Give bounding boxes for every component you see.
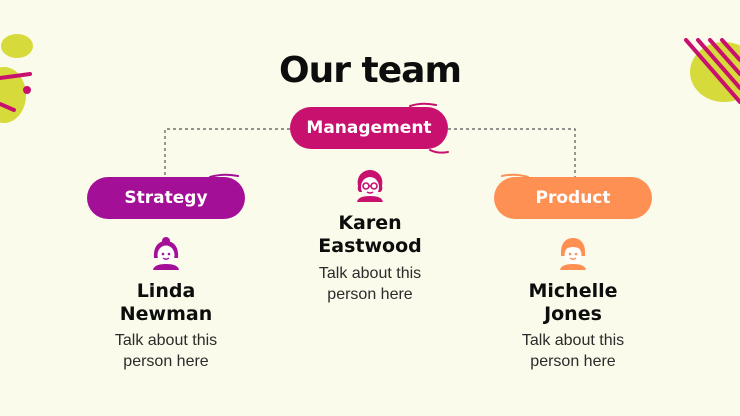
person-description: Talk about this person here [86, 330, 246, 372]
product-pill: Product [494, 177, 652, 219]
pill-accent-stroke [428, 148, 450, 156]
pill-accent-stroke [208, 172, 240, 180]
glasses-avatar-icon [353, 168, 387, 202]
woman-avatar-icon [556, 236, 590, 270]
person-name: Linda Newman [96, 280, 236, 326]
person-name: Karen Eastwood [300, 212, 440, 258]
person-description: Talk about this person here [290, 263, 450, 305]
person-name: Michelle Jones [503, 280, 643, 326]
pill-accent-stroke [500, 172, 530, 180]
pill-accent-stroke [408, 101, 438, 109]
page-title: Our team [0, 50, 740, 91]
person-description: Talk about this person here [493, 330, 653, 372]
woman-avatar-icon [149, 236, 183, 270]
strategy-pill: Strategy [87, 177, 245, 219]
management-pill: Management [290, 107, 448, 149]
